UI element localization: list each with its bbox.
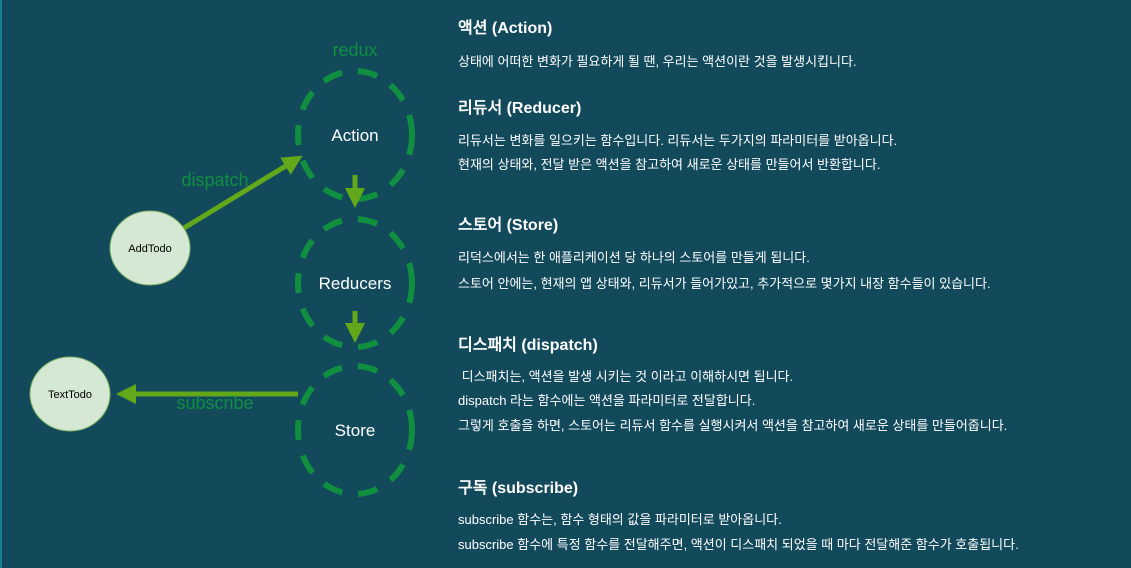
section-title-subscribe: 구독 (subscribe) (458, 480, 579, 497)
dispatch-arrow (182, 155, 303, 231)
section-title-store: 스토어 (Store) (458, 217, 559, 234)
section-text: 그렇게 호출을 하면, 스토어는 리듀서 함수를 실행시켜서 액션을 참고하여 … (458, 418, 1008, 433)
section-text: 리듀서는 변화를 일으키는 함수입니다. 리듀서는 두가지의 파라미터를 받아옵… (458, 133, 898, 148)
section-text: dispatch 라는 함수에는 액션을 파라미터로 전달합니다. (458, 393, 756, 408)
section-text: 상태에 어떠한 변화가 필요하게 될 땐, 우리는 액션이란 것을 발생시킵니다… (458, 54, 857, 69)
section-text: 디스패치는, 액션을 발생 시키는 것 이라고 이해하시면 됩니다. (458, 369, 794, 384)
store-node (295, 363, 415, 497)
section-text: 현재의 상태와, 전달 받은 액션을 참고하여 새로운 상태를 만들어서 반환합… (458, 157, 881, 172)
left-edge-line (0, 0, 2, 568)
section-title-reducer: 리듀서 (Reducer) (458, 100, 582, 117)
add-todo-node (109, 210, 191, 286)
reducers-node-label: Reducers (319, 274, 392, 293)
dispatch-label: dispatch (181, 170, 248, 190)
action-node (295, 68, 415, 202)
add-todo-node-label: AddTodo (128, 243, 171, 255)
section-text: 리덕스에서는 한 애플리케이션 당 하나의 스토어를 만들게 됩니다. (458, 250, 810, 265)
store-node-label: Store (335, 421, 376, 440)
subscribe-label: subscribe (176, 393, 253, 413)
section-text: subscribe 함수에 특정 함수를 전달해주면, 액션이 디스패치 되었을… (458, 537, 1019, 552)
redux-flow-diagram: redux Action Reducers Store AddTodo Text… (29, 40, 415, 497)
section-title-action: 액션 (Action) (458, 20, 553, 37)
text-todo-node (29, 356, 111, 432)
text-todo-node-label: TextTodo (48, 389, 92, 401)
section-title-dispatch: 디스패치 (dispatch) (458, 337, 598, 354)
redux-group-label: redux (332, 40, 377, 60)
section-text: subscribe 함수는, 함수 형태의 값을 파라미터로 받아옵니다. (458, 512, 782, 527)
reducers-node (295, 216, 415, 350)
action-node-label: Action (331, 126, 378, 145)
section-text: 스토어 안에는, 현재의 앱 상태와, 리듀서가 들어가있고, 추가적으로 몇가… (458, 276, 991, 291)
